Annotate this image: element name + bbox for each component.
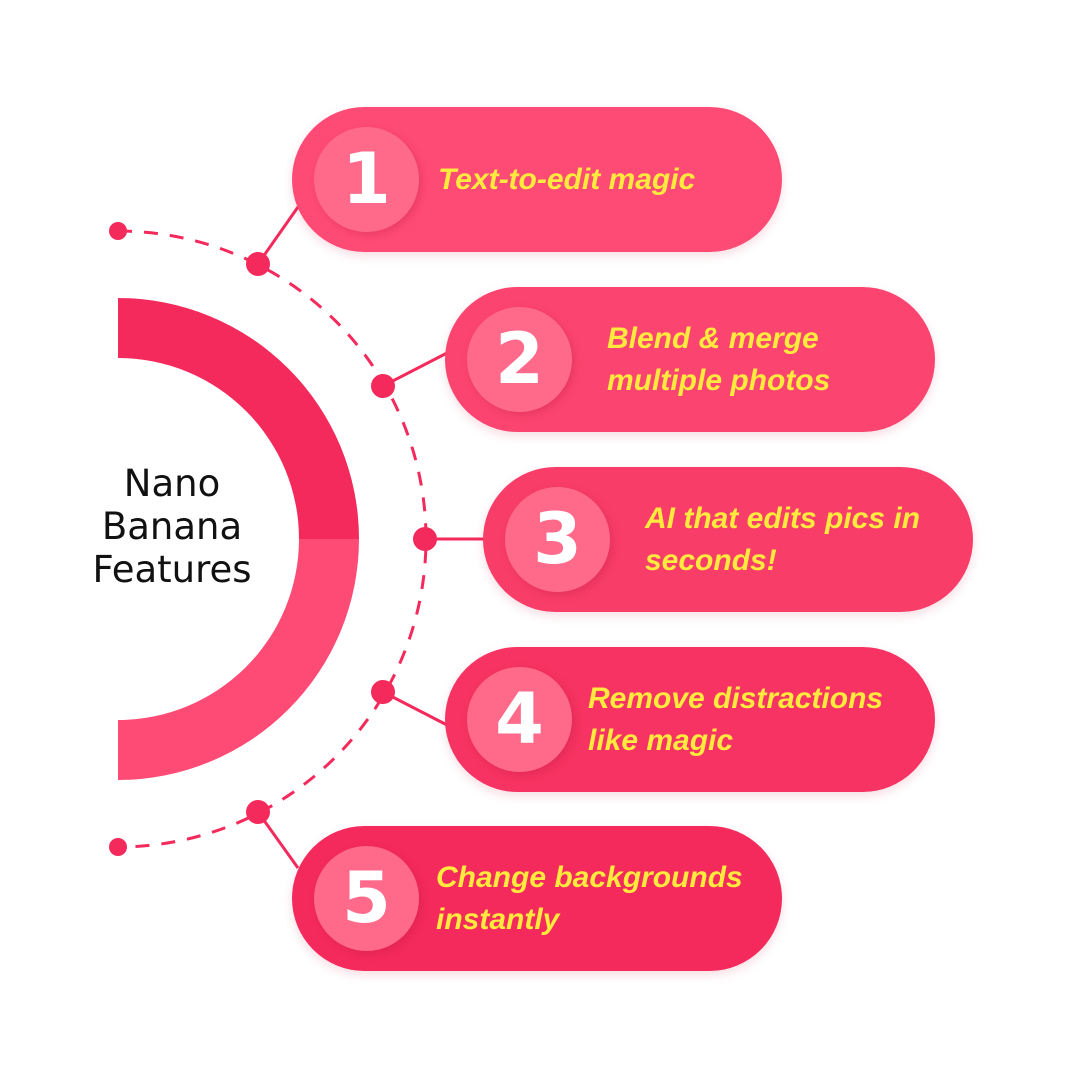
title-line: Nano xyxy=(123,462,221,505)
diagram-title: Nano Banana Features xyxy=(62,462,282,591)
feature-text: Blend & merge multiple photos xyxy=(607,321,831,397)
feature-pill-1: 1 Text-to-edit magic xyxy=(292,107,782,252)
feature-number: 4 xyxy=(467,667,572,772)
feature-number: 2 xyxy=(467,307,572,412)
feature-number: 1 xyxy=(314,127,419,232)
title-line: Banana xyxy=(101,505,243,548)
half-ring-bottom xyxy=(118,539,359,780)
feature-pill-2: 2 Blend & merge multiple photos xyxy=(445,287,935,432)
connector-lines xyxy=(256,206,485,869)
title-line: Features xyxy=(92,548,252,591)
feature-pill-5: 5 Change backgrounds instantly xyxy=(292,826,782,971)
feature-pill-4: 4 Remove distractions like magic xyxy=(445,647,935,792)
arc-dots xyxy=(109,222,437,856)
feature-text: AI that edits pics in seconds! xyxy=(645,501,921,577)
feature-number: 5 xyxy=(314,846,419,951)
half-ring-top xyxy=(118,298,359,539)
feature-text: Text-to-edit magic xyxy=(438,162,696,196)
feature-number: 3 xyxy=(505,487,610,592)
feature-text: Change backgrounds instantly xyxy=(436,860,743,936)
feature-text: Remove distractions like magic xyxy=(588,681,884,757)
feature-pill-3: 3 AI that edits pics in seconds! xyxy=(483,467,973,612)
